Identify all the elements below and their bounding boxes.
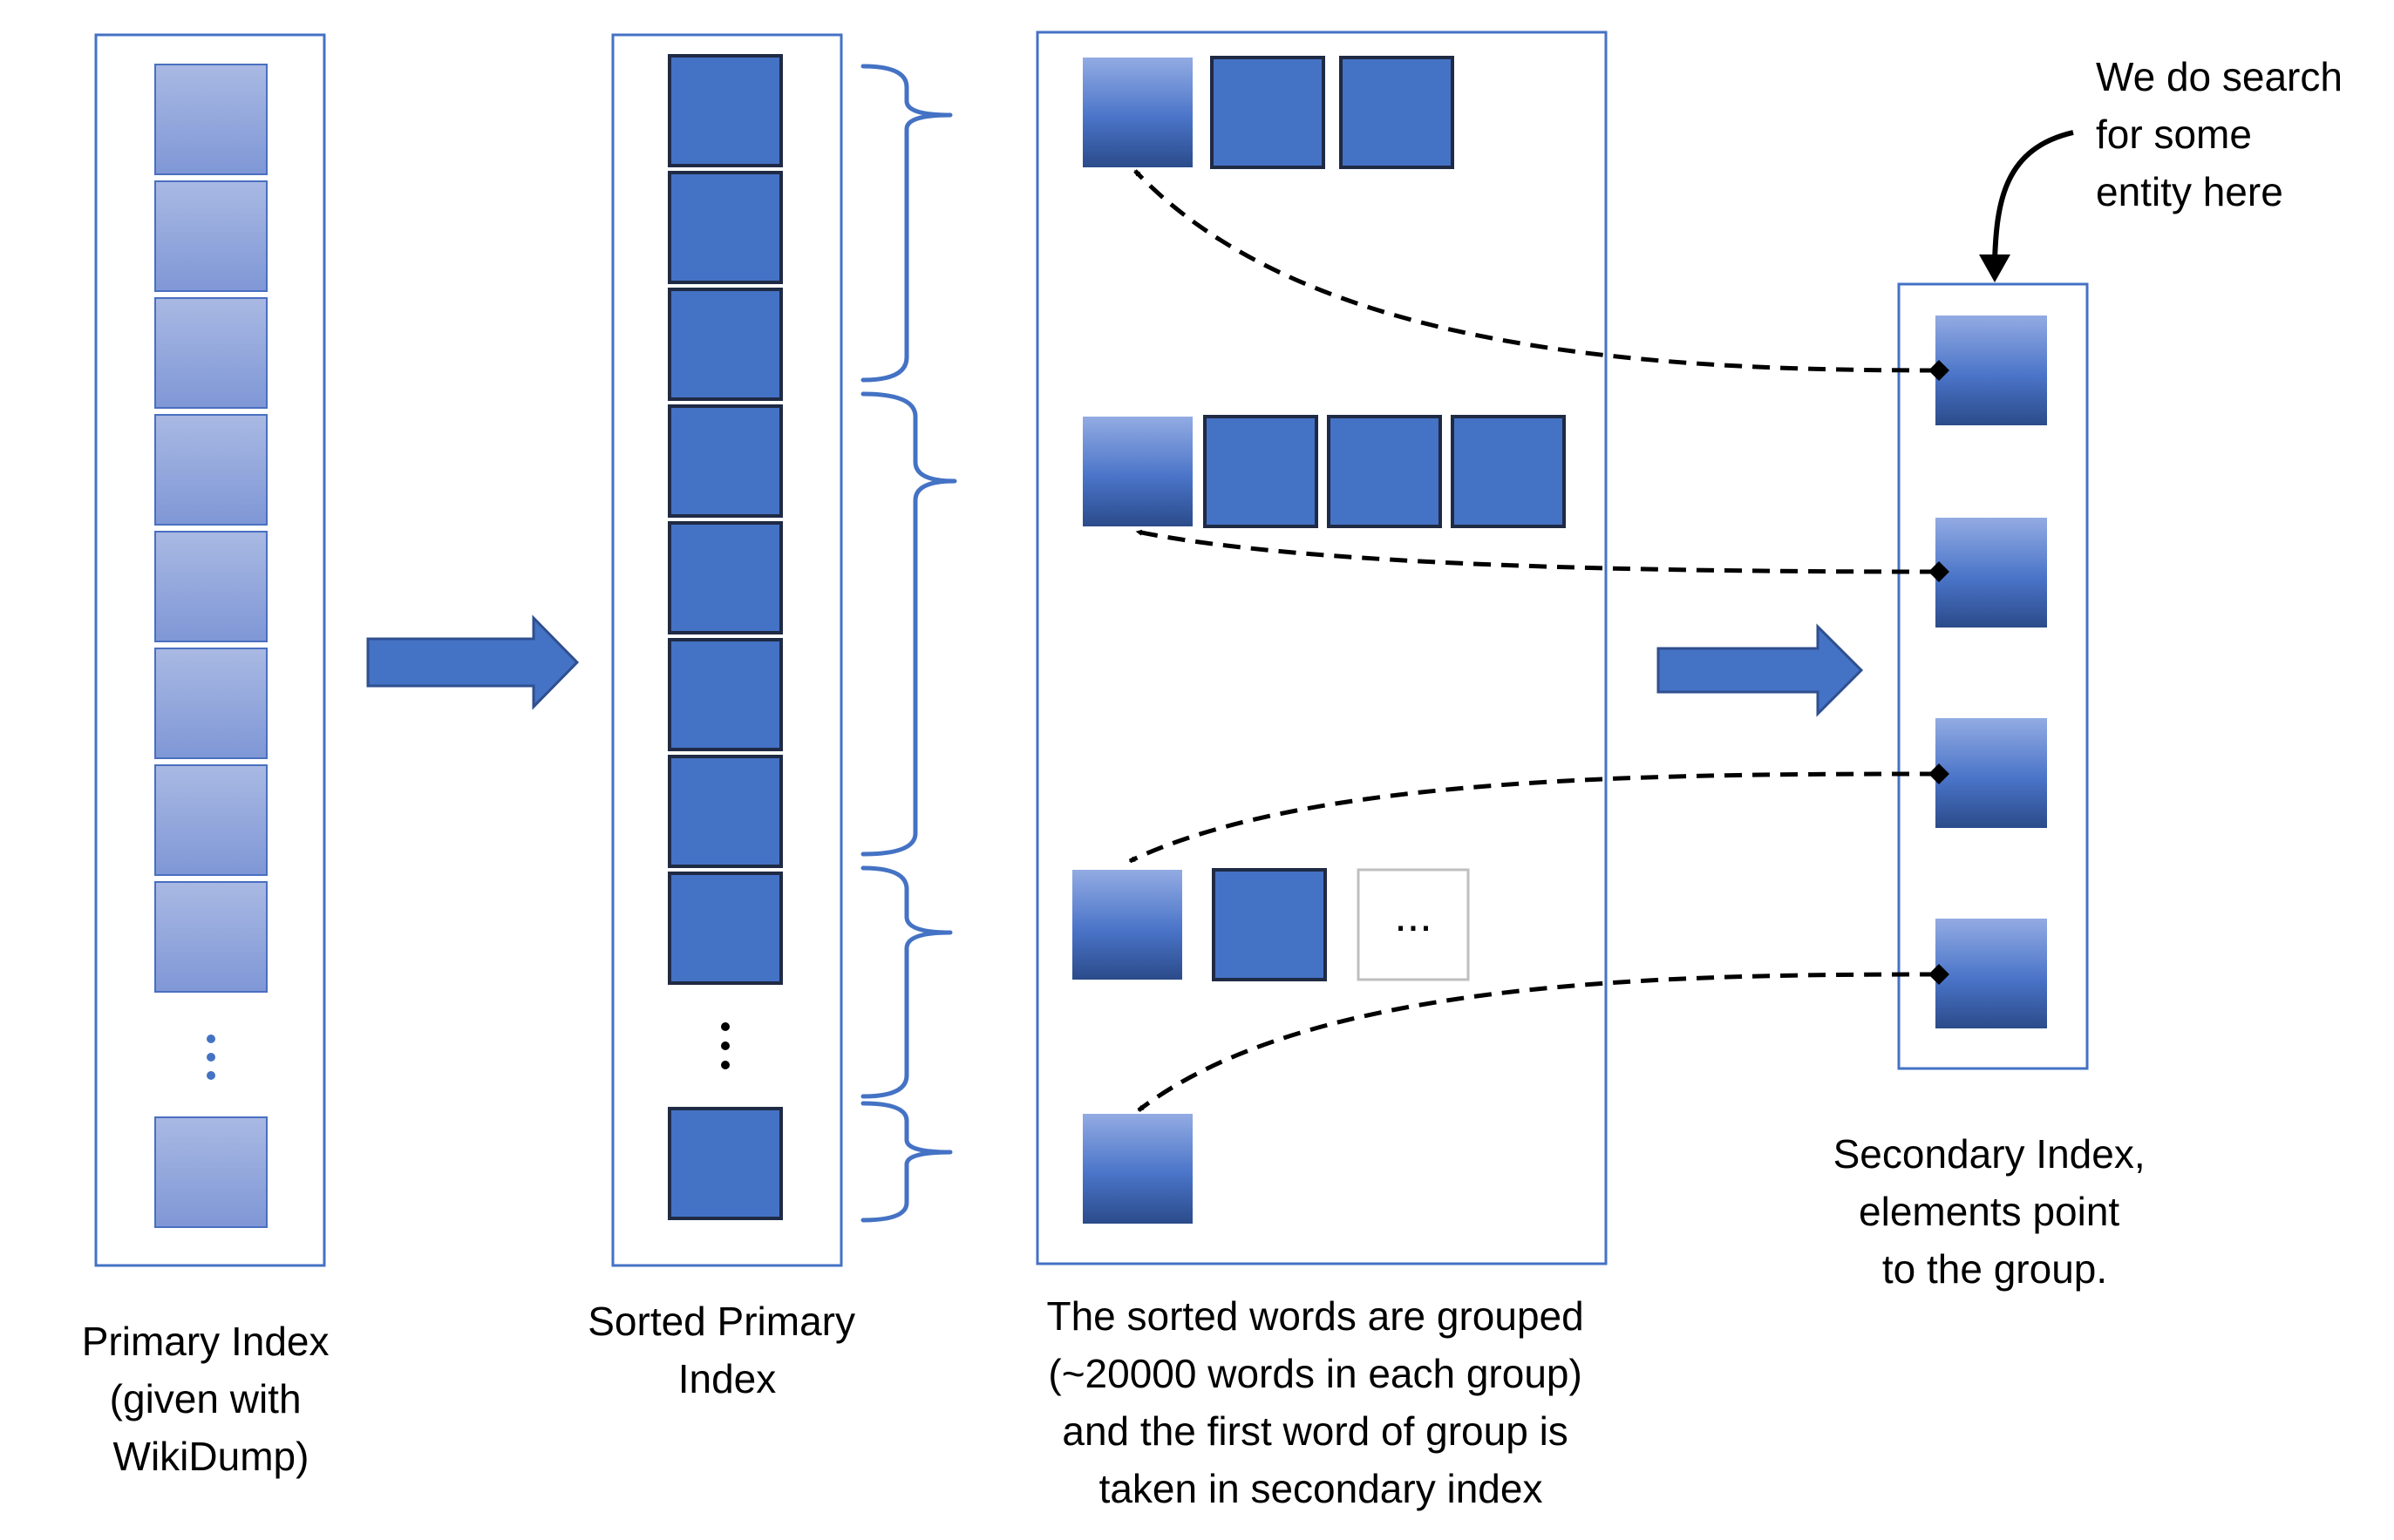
- group-brace: [860, 865, 953, 1099]
- group-entry: [1451, 415, 1566, 528]
- primary-index-entries: [154, 64, 268, 1228]
- secondary-index-entry: [1935, 919, 2047, 1028]
- pointer-arrow: [1135, 529, 1938, 574]
- group-entry: [1203, 415, 1318, 528]
- right-arrow-icon: [366, 614, 580, 710]
- sorted-index-entry: [668, 288, 783, 401]
- sorted-index-entry: [668, 755, 783, 868]
- primary-index-entry: [154, 531, 268, 642]
- primary-index-entry: [154, 180, 268, 292]
- grouping-braces: [860, 64, 957, 1223]
- sorted-index-entry: [668, 54, 783, 167]
- group-more-placeholder: [1357, 868, 1470, 981]
- pointer-arrow: [1128, 771, 1938, 864]
- group-brace: [860, 1101, 953, 1223]
- group-brace: [860, 391, 957, 857]
- group-brace: [860, 64, 953, 383]
- primary-index-entry: [154, 881, 268, 993]
- sorted-index-vertical-ellipsis: [721, 1022, 730, 1069]
- group-head-entry: [1083, 417, 1193, 526]
- sorted-index-entry: [668, 872, 783, 985]
- group-head-entry: [1083, 1114, 1193, 1224]
- sorted-index-entry: [668, 404, 783, 518]
- primary-index-entry: [154, 414, 268, 526]
- secondary-index-panel: [1897, 282, 2089, 1070]
- primary-index-entry: [154, 1116, 268, 1228]
- primary-index-entry: [154, 648, 268, 759]
- sorted-index-entries: [668, 54, 783, 1220]
- diamond-icon: [1928, 561, 1949, 582]
- pointer-origin-diamonds: [1928, 360, 1949, 985]
- pointer-arrow: [1133, 169, 1938, 373]
- primary-index-entry: [154, 64, 268, 175]
- primary-index-panel: [94, 33, 326, 1267]
- sorted-index-entry: [668, 638, 783, 751]
- secondary-index-entry: [1935, 718, 2047, 828]
- sorted-index-entry: [668, 171, 783, 284]
- search-callout-text: We do search for some entity here: [2096, 54, 2354, 214]
- primary-index-entry: [154, 297, 268, 409]
- grouped-description-caption: The sorted words are grouped (~20000 wor…: [1046, 1293, 1595, 1511]
- secondary-index-caption: Secondary Index, elements point to the g…: [1833, 1131, 2157, 1292]
- group-entry: [1212, 868, 1327, 981]
- group-head-entry: [1072, 870, 1182, 980]
- primary-index-vertical-ellipsis: [207, 1035, 215, 1080]
- diamond-icon: [1928, 763, 1949, 784]
- sorted-primary-index-caption: Sorted Primary Index: [588, 1299, 867, 1401]
- diamond-icon: [1928, 360, 1949, 381]
- primary-index-entry: [154, 764, 268, 876]
- horizontal-ellipsis: ...: [1394, 891, 1432, 941]
- secondary-index-entry: [1935, 315, 2047, 425]
- diamond-icon: [1928, 964, 1949, 985]
- sorted-index-entry: [668, 1107, 783, 1220]
- groups-panel: ...: [1036, 31, 1608, 1265]
- group-3: ...: [1072, 868, 1470, 981]
- group-1: [1083, 56, 1454, 169]
- group-4: [1083, 1114, 1193, 1224]
- pointer-arrow: [1137, 972, 1938, 1112]
- group-entry: [1210, 56, 1325, 169]
- group-entry: [1327, 415, 1442, 528]
- right-arrow-icon: [1656, 623, 1864, 717]
- group-entry: [1339, 56, 1454, 169]
- sorted-index-entry: [668, 521, 783, 634]
- group-head-entry: [1083, 58, 1193, 167]
- group-2: [1083, 415, 1566, 528]
- search-callout-arrow: [1979, 130, 2074, 282]
- primary-index-caption: Primary Index (given with WikiDump): [82, 1319, 341, 1479]
- sorted-primary-index-panel: [611, 33, 843, 1267]
- group-pointers: [1128, 169, 1938, 1112]
- secondary-index-entry: [1935, 518, 2047, 628]
